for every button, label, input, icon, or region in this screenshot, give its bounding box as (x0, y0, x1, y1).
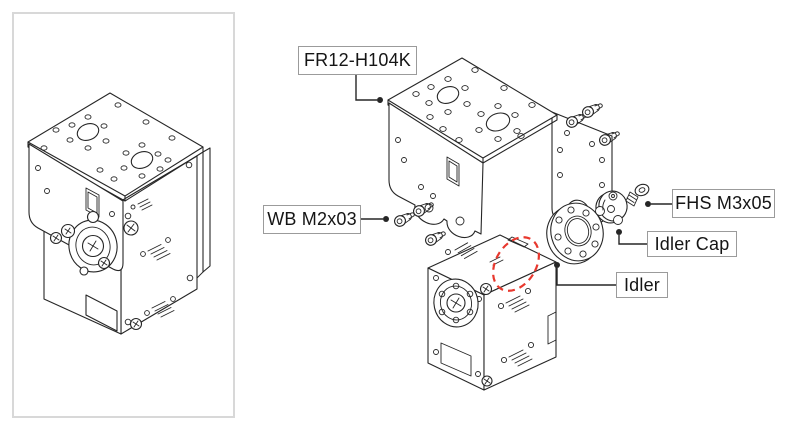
label-fr12-h104k: FR12-H104K (298, 46, 417, 75)
label-idler: Idler (616, 272, 668, 298)
label-idler-cap: Idler Cap (647, 231, 737, 257)
assembled-unit-drawing (27, 92, 211, 335)
idler-cap-drawing (595, 190, 628, 225)
exploded-servo-drawing (427, 234, 557, 391)
plate-hole-pattern (412, 67, 536, 143)
fhs-screw-drawing (625, 183, 650, 207)
leader-lines (355, 75, 672, 286)
highlight-ellipse (492, 236, 540, 292)
label-wb-m2x03: WB M2x03 (263, 205, 361, 234)
label-fhs-m3x05: FHS M3x05 (672, 189, 775, 218)
plate-hole-pattern (40, 102, 176, 182)
exploded-bracket-drawing (387, 57, 613, 239)
idler-drawing (546, 202, 604, 265)
